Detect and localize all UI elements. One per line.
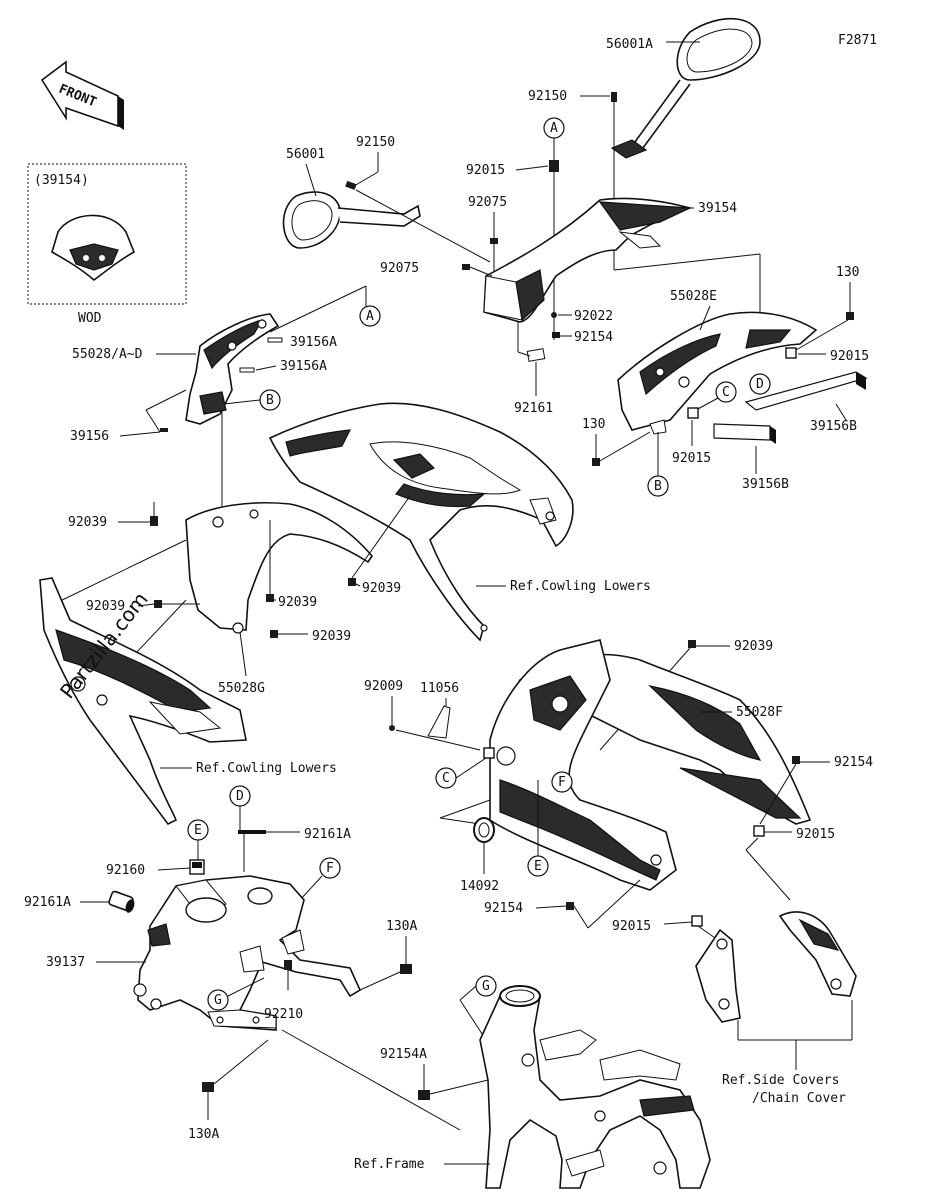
label-92015-top: 92015 xyxy=(466,163,505,178)
label-92039-a: 92039 xyxy=(278,595,317,610)
ref-side-covers-1: Ref.Side Covers xyxy=(722,1073,839,1088)
label-130-right: 130 xyxy=(836,265,859,280)
callout-D-right-label: D xyxy=(756,377,764,392)
callout-B-right-label: B xyxy=(654,479,662,494)
label-92015-d: 92015 xyxy=(830,349,869,364)
callout-G-bottom-label: G xyxy=(214,993,222,1008)
side-cover-bracket-left-part xyxy=(695,928,741,1023)
label-130-c: 130 xyxy=(582,417,605,432)
inset-title: (39154) xyxy=(34,173,89,188)
label-14092: 14092 xyxy=(460,879,499,894)
upper-cowling-right-part xyxy=(268,402,574,642)
mirror-right-part xyxy=(610,17,761,159)
label-92015-mid: 92015 xyxy=(612,919,651,934)
label-92015-right: 92015 xyxy=(796,827,835,842)
label-56001A: 56001A xyxy=(606,37,653,52)
label-92161: 92161 xyxy=(514,401,553,416)
front-arrow-icon: FRONT xyxy=(40,60,124,130)
diagram-code: F2871 xyxy=(838,33,877,48)
label-55028F: 55028F xyxy=(736,705,783,720)
bracket-39154-part xyxy=(483,197,693,323)
label-39156B-b: 39156B xyxy=(742,477,789,492)
cowling-55028AD-part xyxy=(185,313,280,425)
label-39154: 39154 xyxy=(698,201,737,216)
label-55028AD: 55028/A~D xyxy=(72,347,143,362)
label-92075-b: 92075 xyxy=(380,261,419,276)
callout-A-left-label: A xyxy=(366,309,374,324)
callout-G-bottom xyxy=(207,989,229,1011)
inner-panel-55028G-part xyxy=(185,501,373,634)
callout-D-bottom-label: D xyxy=(236,789,244,804)
label-56001: 56001 xyxy=(286,147,325,162)
callout-B-left-label: B xyxy=(266,393,274,408)
label-55028E: 55028E xyxy=(670,289,717,304)
label-39137: 39137 xyxy=(46,955,85,970)
label-39156: 39156 xyxy=(70,429,109,444)
callout-G-top-label: G xyxy=(482,979,490,994)
label-92154A: 92154A xyxy=(380,1047,427,1062)
inset-caption: WOD xyxy=(78,311,102,326)
callout-C-right-label: C xyxy=(722,385,730,400)
subframe-39137-part xyxy=(133,875,362,1031)
callout-F-bottom xyxy=(319,857,341,879)
label-92039-left: 92039 xyxy=(68,515,107,530)
callout-C-mid-label: C xyxy=(442,771,450,786)
label-92154-top: 92154 xyxy=(574,330,613,345)
ref-side-covers-2: /Chain Cover xyxy=(752,1091,846,1106)
strip-39156B-b-part xyxy=(713,423,776,444)
label-92075-a: 92075 xyxy=(468,195,507,210)
label-92009: 92009 xyxy=(364,679,403,694)
label-92154-right: 92154 xyxy=(834,755,873,770)
label-39156B-a: 39156B xyxy=(810,419,857,434)
label-39156A-a: 39156A xyxy=(290,335,337,350)
callout-F-bottom-label: F xyxy=(326,861,334,876)
ref-frame: Ref.Frame xyxy=(354,1157,425,1172)
label-92154-mid: 92154 xyxy=(484,901,523,916)
callout-E-bottom-label: E xyxy=(194,823,202,838)
label-92150-left: 92150 xyxy=(356,135,395,150)
callout-F-mid xyxy=(551,771,573,793)
label-92039-c: 92039 xyxy=(312,629,351,644)
label-92150-top: 92150 xyxy=(528,89,567,104)
callout-A-left xyxy=(359,305,381,327)
strip-39156B-a-part xyxy=(744,371,868,411)
sleeve-92161A-part xyxy=(108,890,135,913)
inset-box: (39154) WOD xyxy=(27,163,187,326)
label-92015-c: 92015 xyxy=(672,451,711,466)
label-92210: 92210 xyxy=(264,1007,303,1022)
label-55028G: 55028G xyxy=(218,681,265,696)
label-92039-mid: 92039 xyxy=(362,581,401,596)
callout-D-right xyxy=(749,373,771,395)
grommet-14092-part xyxy=(473,817,495,843)
windshield-inset-icon xyxy=(51,214,136,282)
label-92160: 92160 xyxy=(106,863,145,878)
label-92039-right: 92039 xyxy=(734,639,773,654)
mirror-left-part xyxy=(282,191,421,249)
label-92161A-left: 92161A xyxy=(24,895,71,910)
callout-E-mid-label: E xyxy=(534,859,542,874)
cowling-55028E-part xyxy=(617,311,818,435)
ref-cowling-lowers-1: Ref.Cowling Lowers xyxy=(510,579,651,594)
label-92022: 92022 xyxy=(574,309,613,324)
callout-C-right xyxy=(715,381,737,403)
label-130A-right: 130A xyxy=(386,919,417,934)
main-frame-part xyxy=(479,985,711,1189)
label-39156A-b: 39156A xyxy=(280,359,327,374)
ref-cowling-lowers-2: Ref.Cowling Lowers xyxy=(196,761,337,776)
callout-F-mid-label: F xyxy=(558,775,566,790)
label-130A-bottom: 130A xyxy=(188,1127,219,1142)
inner-cowling-right-part xyxy=(489,639,677,891)
label-92039-b: 92039 xyxy=(86,599,125,614)
label-11056: 11056 xyxy=(420,681,459,696)
callout-A-top-label: A xyxy=(550,121,558,136)
side-cover-bracket-right-part xyxy=(778,911,857,997)
side-cowling-left-part xyxy=(39,577,247,826)
label-92161A-top: 92161A xyxy=(304,827,351,842)
clip-11056-part xyxy=(427,705,451,739)
